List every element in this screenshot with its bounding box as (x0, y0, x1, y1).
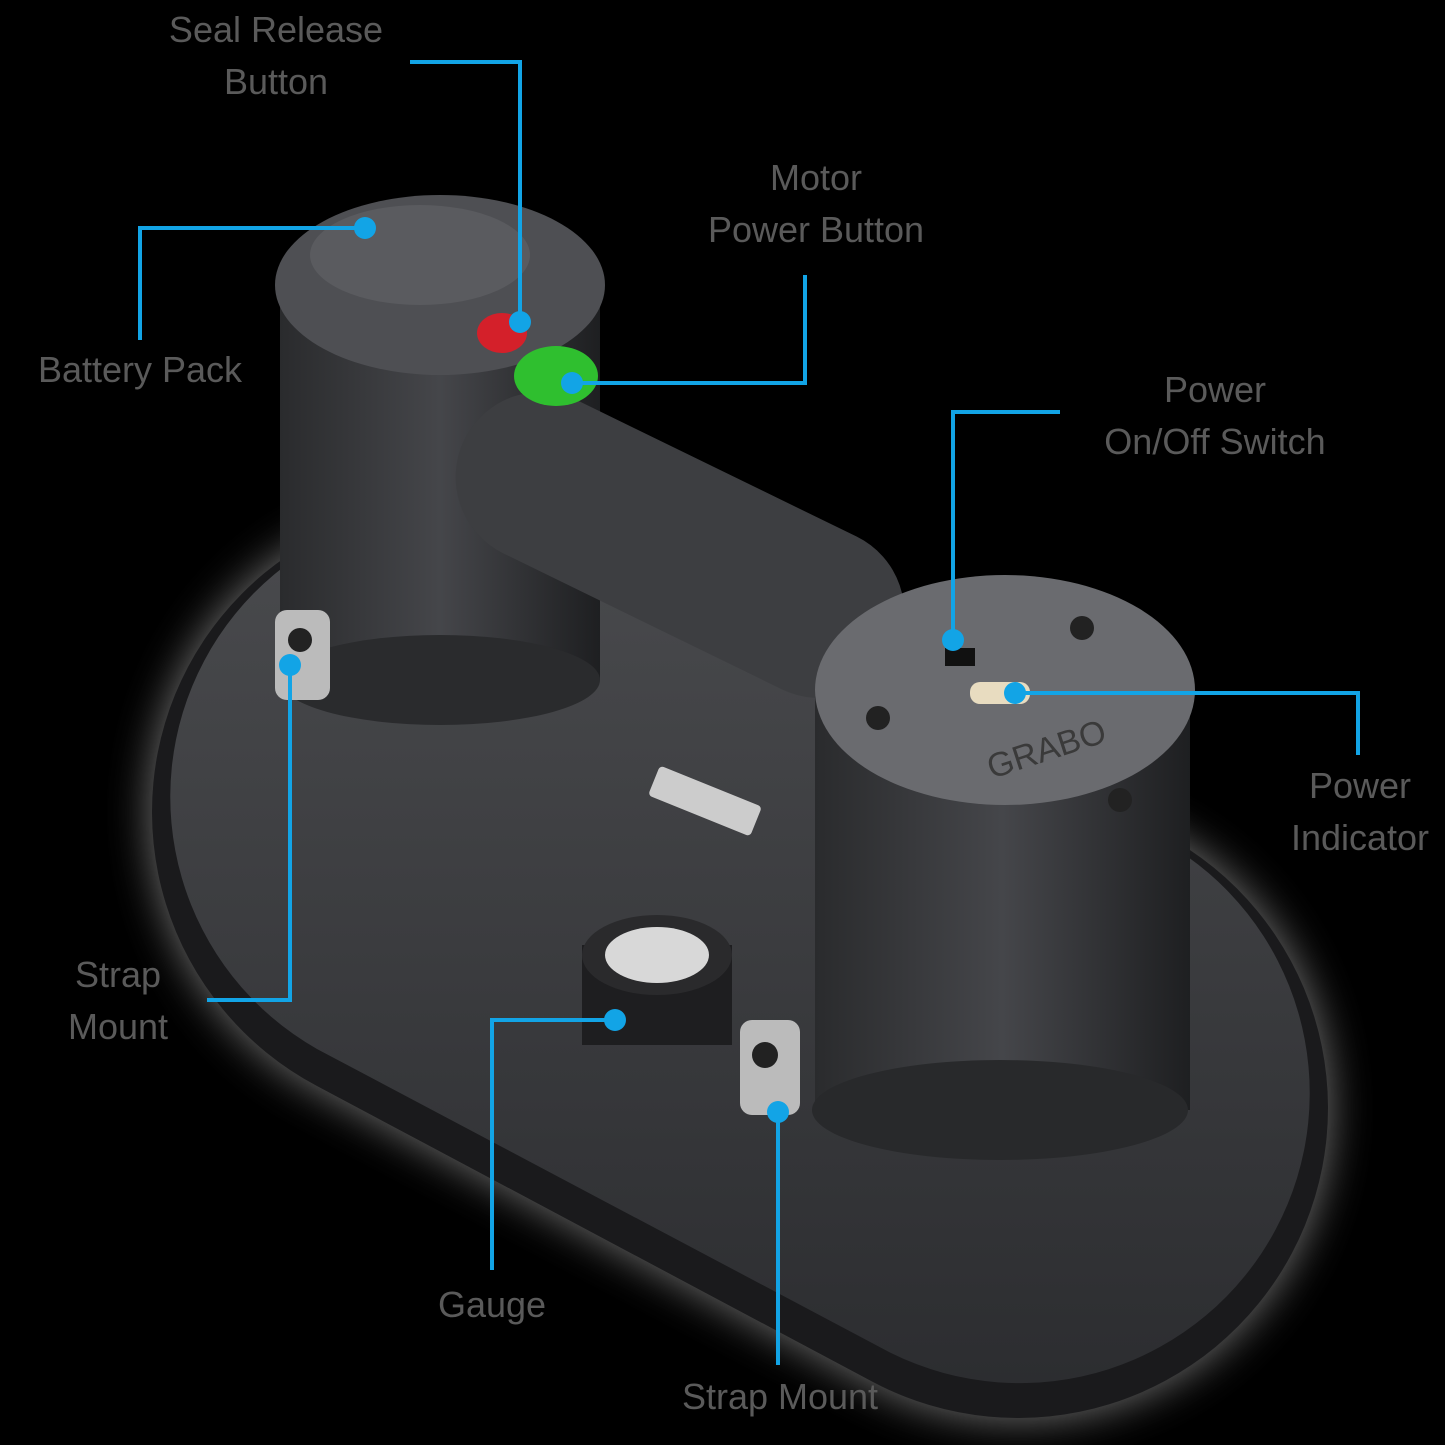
label-battery-pack: Battery Pack (37, 349, 243, 390)
right-cylinder: GRABO (812, 575, 1195, 1160)
label-strap-mount-bottom: Strap Mount (681, 1376, 879, 1417)
logo-plate (649, 766, 761, 836)
base-top (170, 506, 1310, 1384)
leader-dots (279, 217, 1026, 1123)
label-gauge: Gauge (437, 1284, 547, 1325)
suction-base (151, 501, 1329, 1419)
leader-lines (138, 60, 1360, 1365)
handle (455, 392, 905, 698)
motor-power-button (514, 346, 598, 406)
gauge (582, 915, 732, 1045)
